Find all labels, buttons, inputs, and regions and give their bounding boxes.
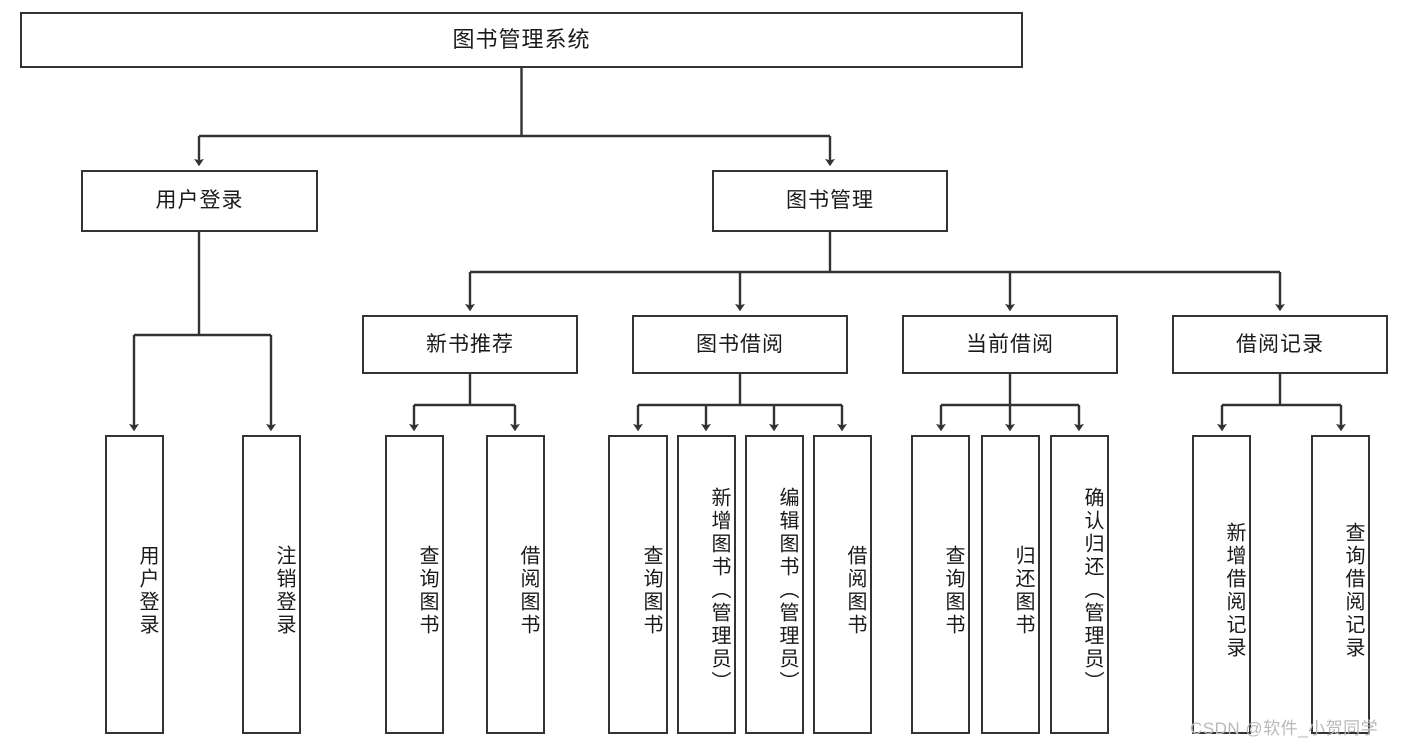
csdn-watermark: CSDN @软件_小贺同学 — [1190, 719, 1379, 738]
node-leaf-edit-book[interactable]: 编辑图书（管理员） — [745, 435, 804, 734]
node-label: 确认归还（管理员） — [1081, 487, 1103, 694]
node-label: 查询借阅记录 — [1342, 521, 1364, 660]
node-leaf-query-book-recommend[interactable]: 查询图书 — [385, 435, 444, 734]
node-borrow-record[interactable]: 借阅记录 — [1172, 315, 1388, 374]
node-label: 新书推荐 — [426, 332, 514, 356]
node-leaf-logout-login[interactable]: 注销登录 — [242, 435, 301, 734]
node-leaf-borrow-book[interactable]: 借阅图书 — [813, 435, 872, 734]
node-label: 新增图书（管理员） — [708, 487, 730, 694]
node-new-book-recommend[interactable]: 新书推荐 — [362, 315, 578, 374]
node-label: 用户登录 — [155, 189, 244, 213]
node-label: 查询图书 — [416, 544, 438, 637]
node-leaf-return-book[interactable]: 归还图书 — [981, 435, 1040, 734]
node-label: 归还图书 — [1012, 544, 1034, 637]
node-label: 用户登录 — [136, 544, 158, 637]
node-book-management[interactable]: 图书管理 — [712, 170, 948, 232]
node-leaf-add-book[interactable]: 新增图书（管理员） — [677, 435, 736, 734]
node-current-borrow[interactable]: 当前借阅 — [902, 315, 1118, 374]
node-label: 查询图书 — [942, 544, 964, 637]
node-user-login[interactable]: 用户登录 — [81, 170, 318, 232]
node-leaf-user-login[interactable]: 用户登录 — [105, 435, 164, 734]
node-label: 注销登录 — [273, 544, 295, 637]
node-label: 借阅图书 — [844, 544, 866, 637]
node-leaf-add-borrow-record[interactable]: 新增借阅记录 — [1192, 435, 1251, 734]
node-label: 借阅图书 — [517, 544, 539, 637]
node-book-borrow[interactable]: 图书借阅 — [632, 315, 848, 374]
node-label: 图书借阅 — [696, 332, 784, 356]
node-label: 查询图书 — [640, 544, 662, 637]
node-leaf-query-borrow-record[interactable]: 查询借阅记录 — [1311, 435, 1370, 734]
node-root-book-management-system[interactable]: 图书管理系统 — [20, 12, 1023, 68]
node-label: 新增借阅记录 — [1223, 521, 1245, 660]
node-leaf-borrow-book-recommend[interactable]: 借阅图书 — [486, 435, 545, 734]
node-label: 当前借阅 — [966, 332, 1054, 356]
node-leaf-query-book-current[interactable]: 查询图书 — [911, 435, 970, 734]
node-leaf-query-book-borrow[interactable]: 查询图书 — [608, 435, 668, 734]
node-label: 借阅记录 — [1236, 332, 1324, 356]
node-leaf-confirm-return[interactable]: 确认归还（管理员） — [1050, 435, 1109, 734]
node-label: 图书管理系统 — [452, 26, 591, 52]
node-label: 编辑图书（管理员） — [776, 487, 798, 694]
node-label: 图书管理 — [786, 189, 874, 213]
